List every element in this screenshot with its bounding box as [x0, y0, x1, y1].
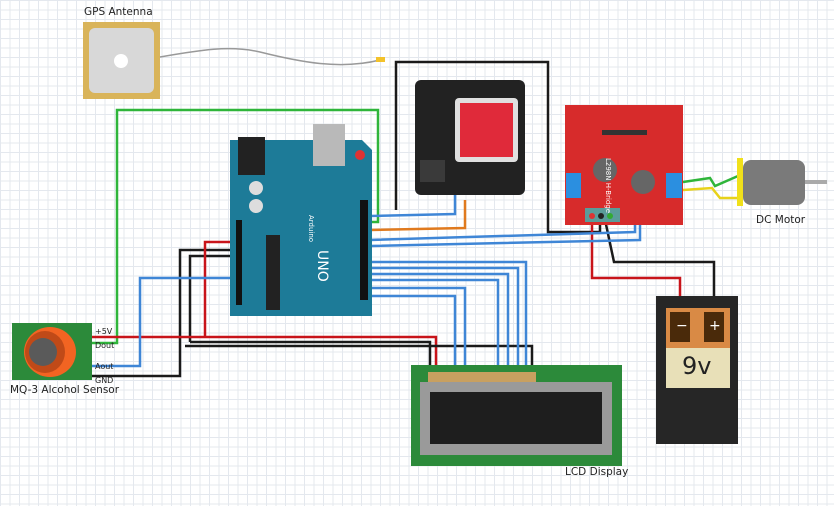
lcd-label: LCD Display	[565, 466, 629, 478]
wires	[92, 60, 739, 380]
wire-blue-gps	[369, 195, 457, 218]
wire-blue-aout	[92, 276, 230, 368]
lcd-display[interactable]	[411, 365, 622, 466]
wire-blue-lcd3	[370, 272, 510, 380]
battery-minus: −	[676, 318, 688, 334]
wire-black-gps	[394, 60, 602, 234]
motor-label: DC Motor	[756, 214, 806, 226]
wire-black-lcd	[188, 254, 230, 342]
battery-plus: +	[709, 318, 721, 334]
wire-orange-h	[369, 200, 467, 232]
pin-dout: Dout	[95, 341, 115, 350]
pin-gnd: GND	[95, 376, 114, 385]
wire-yellow-motor	[682, 186, 738, 200]
wire-black-gnd-lcd	[92, 248, 230, 378]
hbridge-label: L298N H-Bridge	[604, 158, 612, 214]
gsm-gps-module[interactable]	[415, 80, 525, 195]
wire-red-5v	[92, 335, 438, 380]
wire-red-battery	[590, 215, 682, 305]
mq3-sensor[interactable]	[12, 323, 92, 380]
arduino-brand: Arduino	[307, 215, 315, 243]
gps-antenna[interactable]	[83, 22, 385, 99]
wire-blue-lcd4	[370, 278, 500, 380]
wire-black-battery	[602, 214, 716, 305]
battery-9v[interactable]	[656, 296, 738, 444]
wire-blue-lcd6	[370, 294, 457, 380]
wire-black-lcd2	[190, 340, 432, 380]
gps-antenna-label: GPS Antenna	[84, 6, 153, 18]
arduino-uno[interactable]	[230, 124, 372, 316]
wire-blue-h2	[369, 218, 642, 248]
wire-blue-lcd1	[370, 260, 528, 380]
l298n-hbridge[interactable]	[565, 105, 683, 225]
alcohol-sensor-label: MQ-3 Alcohol Sensor	[10, 384, 120, 396]
wire-green-dout	[92, 108, 380, 345]
wire-green-motor	[682, 174, 739, 188]
battery-label: 9v	[682, 352, 712, 380]
pin-aout: Aout	[95, 362, 114, 371]
wire-blue-lcd5	[370, 286, 467, 380]
dc-motor[interactable]	[737, 158, 827, 206]
pin-5v: +5V	[95, 327, 113, 336]
wire-blue-lcd2	[370, 266, 520, 380]
wire-red-arduino	[203, 240, 230, 337]
arduino-uno-label: UNO	[314, 250, 330, 282]
